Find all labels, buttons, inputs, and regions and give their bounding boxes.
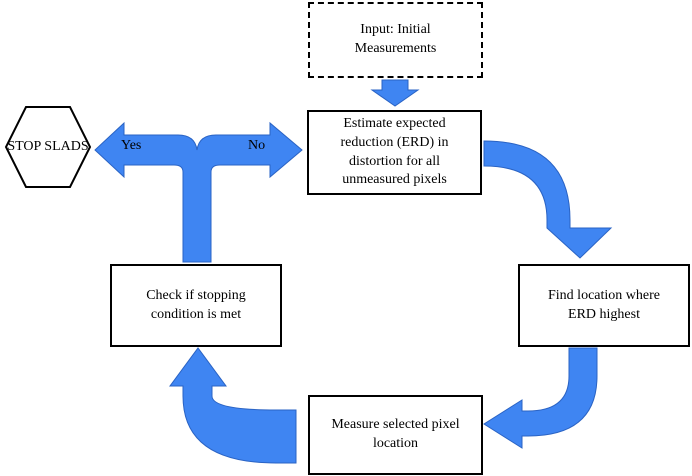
node-label: distortion for all xyxy=(349,153,440,169)
node-label: Measure selected pixel xyxy=(331,417,460,433)
node-label: location xyxy=(372,436,419,451)
curved-arrow-icon xyxy=(483,347,598,449)
check-stopping-node: Check if stopping condition is met xyxy=(110,264,282,347)
node-label: Input: Initial xyxy=(360,22,431,38)
yes-branch-label: Yes xyxy=(121,138,142,153)
curved-arrow-icon xyxy=(483,140,613,259)
node-label: Find location where xyxy=(548,287,660,303)
node-label: Check if stopping xyxy=(146,287,246,303)
node-label: ERD highest xyxy=(568,306,640,322)
node-label: condition is met xyxy=(150,306,242,322)
hexagon-icon xyxy=(4,106,92,188)
input-node: Input: Initial Measurements xyxy=(308,2,483,78)
node-label: Estimate expected xyxy=(343,115,446,131)
node-label: unmeasured pixels xyxy=(342,172,447,188)
node-label: SLADS xyxy=(44,138,89,154)
node-label: Measurements xyxy=(354,41,437,56)
find-location-node: Find location where ERD highest xyxy=(518,264,690,347)
down-arrow-icon xyxy=(370,79,420,107)
curved-arrow-icon xyxy=(169,347,297,464)
node-label: STOP xyxy=(7,138,41,154)
fork-arrow-icon xyxy=(94,121,303,263)
estimate-erd-node: Estimate expected reduction (ERD) in dis… xyxy=(307,110,482,195)
stop-slads-node: STOP SLADS xyxy=(6,107,90,187)
node-label: reduction (ERD) in xyxy=(340,134,449,150)
measure-pixel-node: Measure selected pixel location xyxy=(308,395,483,475)
no-branch-label: No xyxy=(248,138,266,153)
